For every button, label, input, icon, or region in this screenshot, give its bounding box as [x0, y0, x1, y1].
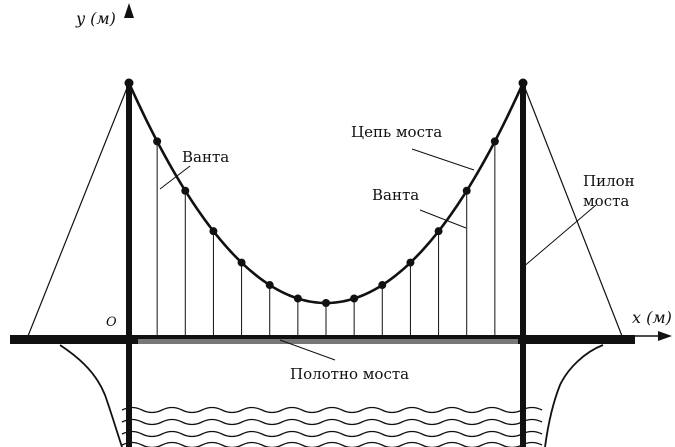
deck-label: Полотно моста — [290, 365, 409, 383]
chain-joint — [237, 258, 246, 267]
chain-joint — [181, 186, 190, 195]
x-axis-arrow — [658, 331, 672, 341]
pylon-label-line1: Пилон — [583, 172, 635, 190]
origin-label: O — [106, 315, 117, 330]
stay-left-label: Ванта — [182, 148, 229, 166]
stay-right-leader — [419, 209, 467, 229]
chain-leader — [411, 148, 475, 171]
chain-label: Цепь моста — [351, 123, 442, 141]
water-waves — [121, 406, 543, 447]
left-outer-stay — [27, 82, 130, 337]
chain-joint — [378, 281, 387, 290]
stay-right-label: Ванта — [372, 186, 419, 204]
y-axis-label: y (м) — [75, 9, 116, 28]
right-outer-stay — [522, 82, 623, 337]
chain-joint — [490, 137, 499, 146]
pylon-leader — [521, 204, 597, 269]
chain-joint — [462, 186, 471, 195]
hangers — [156, 141, 496, 335]
x-axis-label: x (м) — [632, 308, 672, 327]
right-pylon — [520, 80, 526, 447]
bridge-deck-shade — [138, 339, 518, 344]
left-pylon — [126, 80, 132, 447]
chain-joint — [209, 227, 218, 236]
stay-left-leader — [159, 165, 191, 190]
right-riverbank — [544, 344, 604, 447]
chain-joint — [293, 294, 302, 303]
pylon-label-line2: моста — [583, 192, 629, 210]
chain-joint — [322, 299, 330, 307]
chain-joint — [434, 227, 443, 236]
chain-joint — [153, 137, 162, 146]
chain-joint — [406, 258, 415, 267]
chain-joint — [265, 281, 274, 290]
chain-joint — [350, 294, 359, 303]
deck-leader — [279, 339, 336, 361]
y-axis-arrow — [124, 3, 134, 18]
left-riverbank — [59, 344, 123, 447]
